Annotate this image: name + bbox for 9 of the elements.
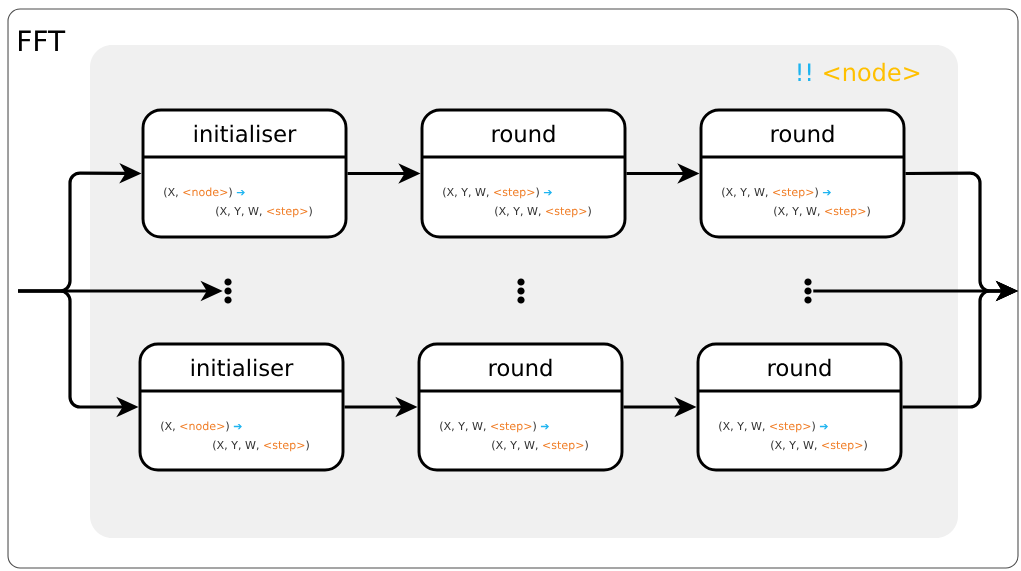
process-box: round (X, Y, W, <step> ) ➔ (X, Y, W, <step> ) bbox=[420, 108, 627, 239]
process-box: round (X, Y, W, <step> ) ➔ (X, Y, W, <step> ) bbox=[699, 108, 906, 239]
process-box: round (X, Y, W, <step> ) ➔ (X, Y, W, <step> ) bbox=[696, 342, 903, 472]
ellipsis-dots bbox=[224, 278, 232, 304]
process-box: initialiser (X, <node> ) ➔ (X, Y, W, <step> ) bbox=[138, 342, 345, 472]
process-box: round (X, Y, W, <step> ) ➔ (X, Y, W, <step> ) bbox=[417, 342, 624, 472]
process-box: initialiser (X, <node> ) ➔ (X, Y, W, <step> ) bbox=[141, 108, 348, 239]
ellipsis-dots bbox=[804, 278, 812, 304]
ellipsis-dots bbox=[517, 278, 525, 304]
